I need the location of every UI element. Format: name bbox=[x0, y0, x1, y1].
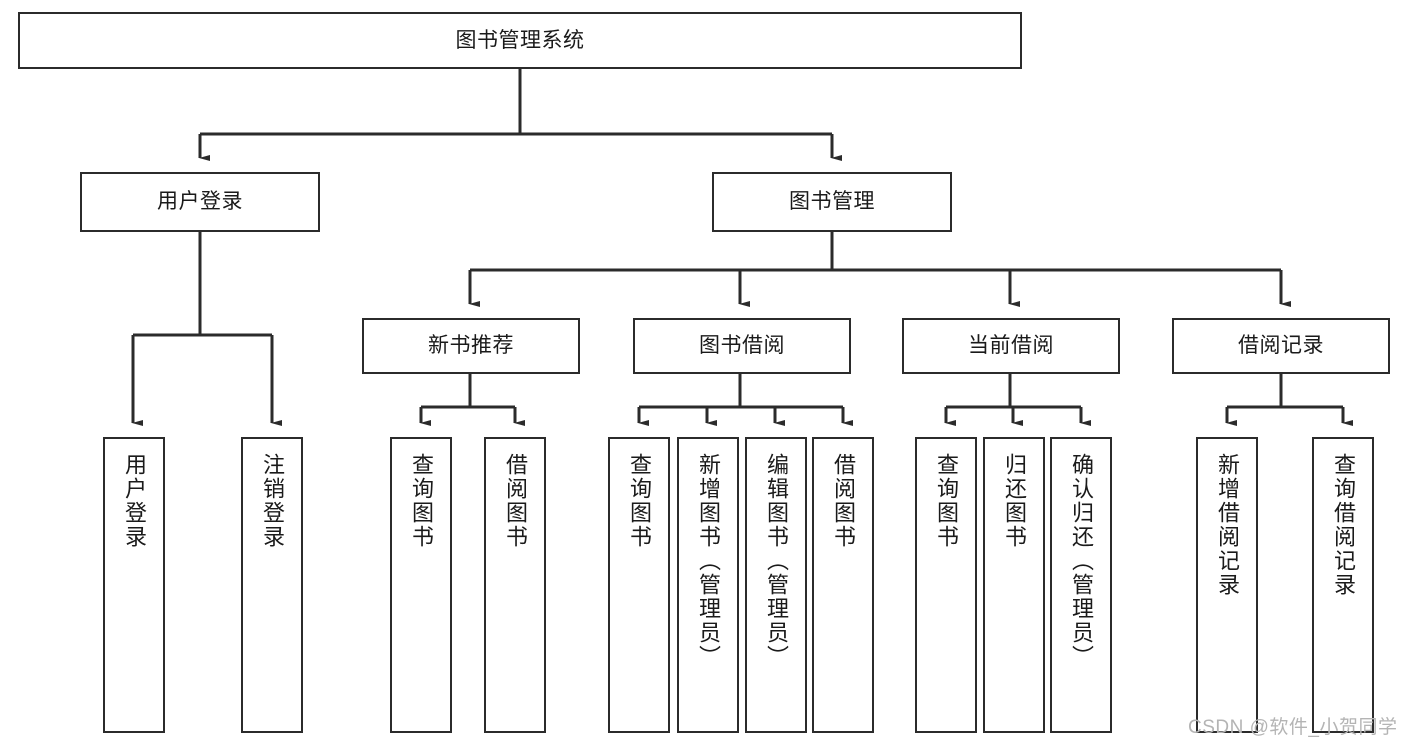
node-leaf-query-borrow-record-label: 查询借阅记录 bbox=[1331, 453, 1356, 597]
node-new-book-recommend-label: 新书推荐 bbox=[428, 334, 514, 358]
node-leaf-confirm-return[interactable]: 确认归还（管理员） bbox=[1050, 437, 1112, 733]
node-leaf-query-book-borrow[interactable]: 查询图书 bbox=[608, 437, 670, 733]
node-leaf-user-logout-label: 注销登录 bbox=[260, 453, 285, 549]
node-leaf-confirm-return-label: 确认归还（管理员） bbox=[1069, 453, 1094, 669]
node-user-login-label: 用户登录 bbox=[157, 190, 243, 214]
node-book-borrow[interactable]: 图书借阅 bbox=[633, 318, 851, 374]
node-leaf-user-login-label: 用户登录 bbox=[122, 453, 147, 549]
node-book-borrow-label: 图书借阅 bbox=[699, 334, 785, 358]
node-leaf-add-book-label: 新增图书（管理员） bbox=[696, 453, 721, 669]
node-leaf-query-borrow-record[interactable]: 查询借阅记录 bbox=[1312, 437, 1374, 733]
node-book-manage[interactable]: 图书管理 bbox=[712, 172, 952, 232]
node-leaf-query-book-recommend-label: 查询图书 bbox=[409, 453, 434, 549]
node-leaf-add-book[interactable]: 新增图书（管理员） bbox=[677, 437, 739, 733]
node-leaf-borrow-book-recommend[interactable]: 借阅图书 bbox=[484, 437, 546, 733]
node-borrow-record-label: 借阅记录 bbox=[1238, 334, 1324, 358]
node-leaf-edit-book-label: 编辑图书（管理员） bbox=[764, 453, 789, 669]
node-borrow-record[interactable]: 借阅记录 bbox=[1172, 318, 1390, 374]
node-leaf-borrow-book-label: 借阅图书 bbox=[831, 453, 856, 549]
node-leaf-user-login[interactable]: 用户登录 bbox=[103, 437, 165, 733]
node-leaf-return-book[interactable]: 归还图书 bbox=[983, 437, 1045, 733]
node-root[interactable]: 图书管理系统 bbox=[18, 12, 1022, 69]
node-book-manage-label: 图书管理 bbox=[789, 190, 875, 214]
node-leaf-query-book-current[interactable]: 查询图书 bbox=[915, 437, 977, 733]
node-new-book-recommend[interactable]: 新书推荐 bbox=[362, 318, 580, 374]
node-root-label: 图书管理系统 bbox=[455, 28, 585, 52]
node-leaf-user-logout[interactable]: 注销登录 bbox=[241, 437, 303, 733]
node-leaf-borrow-book[interactable]: 借阅图书 bbox=[812, 437, 874, 733]
node-current-borrow-label: 当前借阅 bbox=[968, 334, 1054, 358]
node-leaf-query-book-current-label: 查询图书 bbox=[934, 453, 959, 549]
node-leaf-borrow-book-recommend-label: 借阅图书 bbox=[503, 453, 528, 549]
watermark-text: CSDN @软件_小贺同学 bbox=[1188, 717, 1398, 738]
node-current-borrow[interactable]: 当前借阅 bbox=[902, 318, 1120, 374]
node-leaf-add-borrow-record[interactable]: 新增借阅记录 bbox=[1196, 437, 1258, 733]
node-leaf-query-book-borrow-label: 查询图书 bbox=[627, 453, 652, 549]
node-user-login[interactable]: 用户登录 bbox=[80, 172, 320, 232]
node-leaf-edit-book[interactable]: 编辑图书（管理员） bbox=[745, 437, 807, 733]
node-leaf-return-book-label: 归还图书 bbox=[1002, 453, 1027, 549]
node-leaf-add-borrow-record-label: 新增借阅记录 bbox=[1215, 453, 1240, 597]
node-leaf-query-book-recommend[interactable]: 查询图书 bbox=[390, 437, 452, 733]
